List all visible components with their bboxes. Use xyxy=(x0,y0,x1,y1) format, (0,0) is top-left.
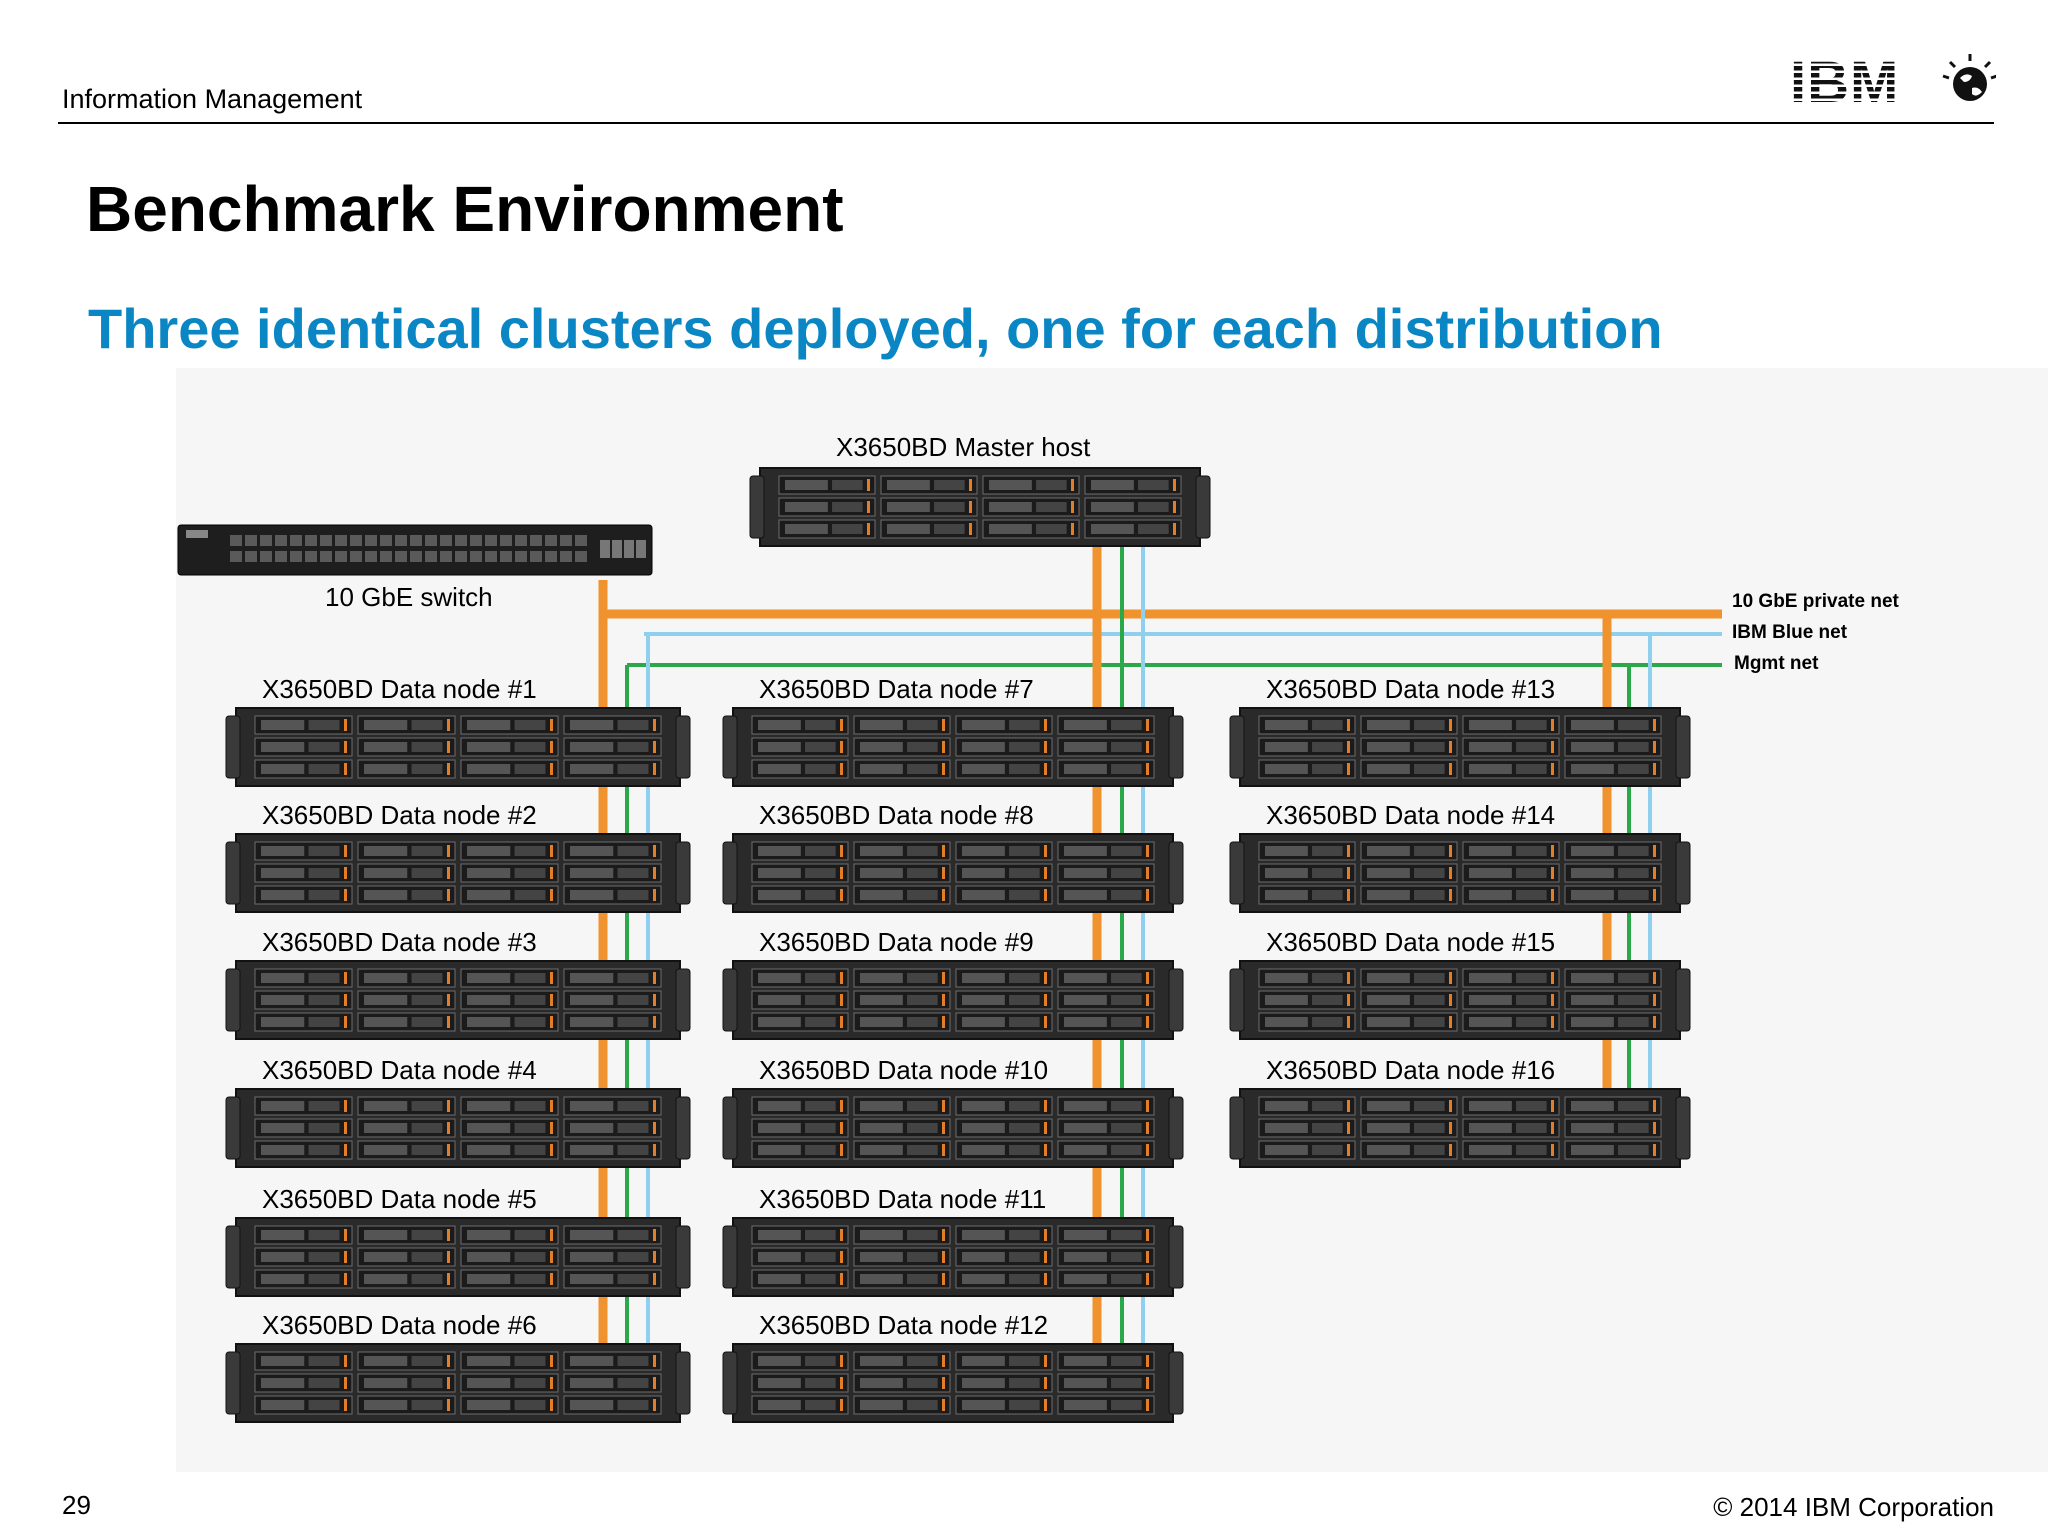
data-node-label: X3650BD Data node #4 xyxy=(262,1055,537,1085)
data-node-label: X3650BD Data node #1 xyxy=(262,674,537,704)
data-node-server xyxy=(722,707,1184,787)
data-node-label: X3650BD Data node #2 xyxy=(262,800,537,830)
switch-badge xyxy=(186,530,208,538)
master-host-label: X3650BD Master host xyxy=(836,432,1091,462)
legend-private-net: 10 GbE private net xyxy=(1732,591,1899,612)
data-node-server xyxy=(722,1088,1184,1168)
data-node-label: X3650BD Data node #13 xyxy=(1266,674,1556,704)
data-node-server xyxy=(1229,707,1691,787)
data-node-server xyxy=(722,1217,1184,1297)
data-node-server xyxy=(225,1343,691,1423)
data-node-label: X3650BD Data node #16 xyxy=(1266,1055,1556,1085)
server-racks xyxy=(225,467,1691,1423)
master-host-server xyxy=(749,467,1211,547)
data-node-label: X3650BD Data node #12 xyxy=(759,1310,1049,1340)
slide-title: Benchmark Environment xyxy=(86,173,844,245)
data-node-server xyxy=(1229,833,1691,913)
data-node-label: X3650BD Data node #10 xyxy=(759,1055,1049,1085)
data-node-label: X3650BD Data node #7 xyxy=(759,674,1034,704)
data-node-server xyxy=(722,833,1184,913)
data-node-label: X3650BD Data node #11 xyxy=(759,1184,1047,1214)
ibm-logo: IBM xyxy=(1790,52,1996,112)
data-node-server xyxy=(225,1217,691,1297)
header-divider xyxy=(58,122,1994,124)
page-number: 29 xyxy=(62,1490,91,1520)
ibm-logo-text: IBM xyxy=(1790,52,1899,112)
data-node-label: X3650BD Data node #3 xyxy=(262,927,537,957)
section-header: Information Management xyxy=(62,84,363,114)
data-node-server xyxy=(225,960,691,1040)
data-node-label: X3650BD Data node #6 xyxy=(262,1310,537,1340)
switch-device xyxy=(177,524,653,576)
data-node-server xyxy=(722,960,1184,1040)
data-node-label: X3650BD Data node #9 xyxy=(759,927,1034,957)
data-node-server xyxy=(1229,1088,1691,1168)
data-node-server xyxy=(225,707,691,787)
switch-label: 10 GbE switch xyxy=(325,582,493,612)
data-node-server xyxy=(225,1088,691,1168)
data-node-label: X3650BD Data node #15 xyxy=(1266,927,1556,957)
copyright: © 2014 IBM Corporation xyxy=(1713,1492,1994,1522)
data-node-server xyxy=(225,833,691,913)
legend-mgmt-net: Mgmt net xyxy=(1734,653,1819,674)
legend-blue-net: IBM Blue net xyxy=(1732,622,1848,643)
data-node-label: X3650BD Data node #5 xyxy=(262,1184,537,1214)
slide-subtitle: Three identical clusters deployed, one f… xyxy=(88,297,1663,360)
data-node-server xyxy=(722,1343,1184,1423)
data-node-label: X3650BD Data node #14 xyxy=(1266,800,1556,830)
switch-body xyxy=(177,524,653,576)
globe-icon xyxy=(1942,54,1996,101)
data-node-server xyxy=(1229,960,1691,1040)
data-node-label: X3650BD Data node #8 xyxy=(759,800,1034,830)
